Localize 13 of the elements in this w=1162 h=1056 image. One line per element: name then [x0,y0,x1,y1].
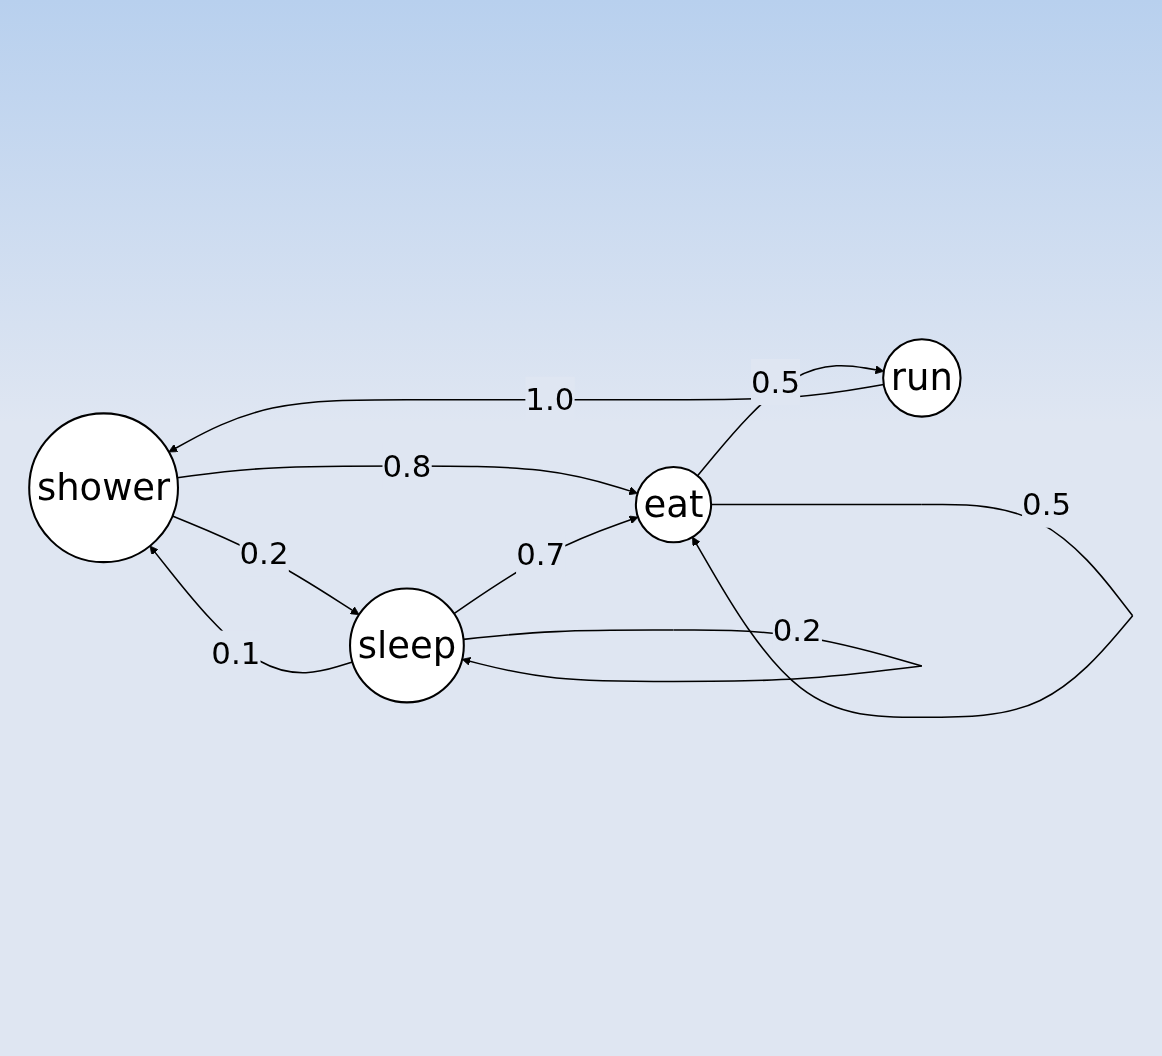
node-circle: shower [28,412,179,563]
edge-label: 0.8 [382,447,432,484]
edge-label: 1.0 [525,381,575,418]
node-circle: sleep [349,587,465,704]
edge-label: 0.5 [1022,486,1072,523]
edge-label: 0.1 [211,635,261,672]
arrow [453,515,639,614]
edge-label: 0.5 [751,363,800,400]
edge-label: 0.2 [772,611,822,648]
node-circle: eat [634,465,713,543]
edge-label: 0.2 [239,535,289,572]
edge-label: 0.7 [516,536,566,573]
node-circle: run [882,337,962,418]
